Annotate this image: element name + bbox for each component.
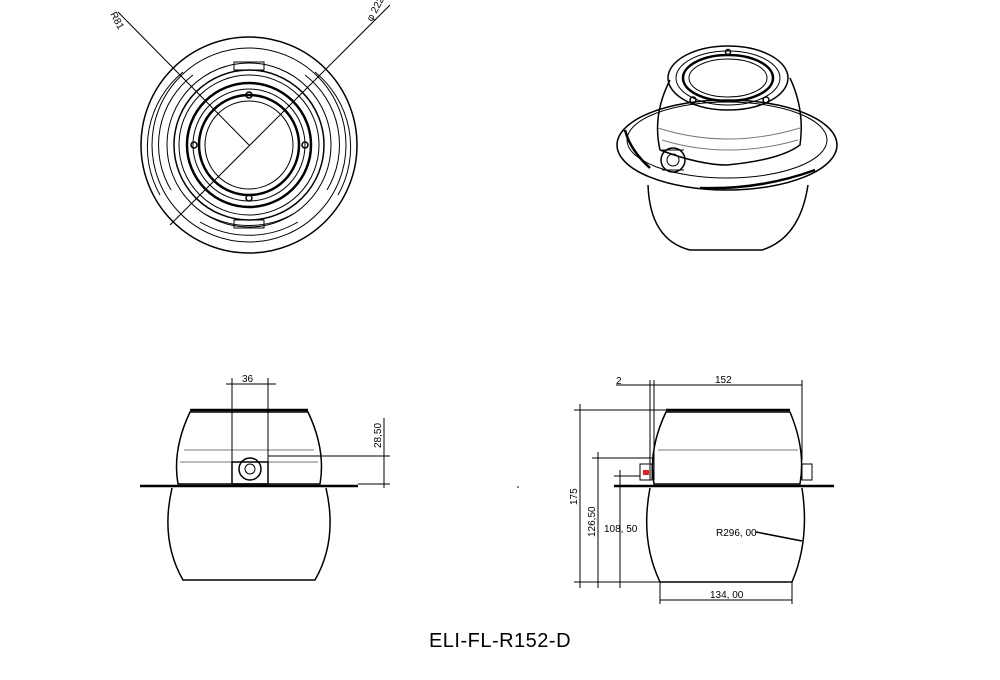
front-view bbox=[140, 378, 390, 581]
front-width-label: 36 bbox=[242, 374, 254, 385]
drawing-title: ELI-FL-R152-D bbox=[428, 630, 572, 652]
side-view bbox=[574, 380, 834, 604]
top-view bbox=[117, 4, 391, 254]
top-radius-label: R81 bbox=[107, 10, 126, 32]
side-radius-label: R296, 00 bbox=[716, 528, 757, 539]
side-wall-label: 2 bbox=[616, 376, 622, 387]
side-body-height-label: 126,50 bbox=[587, 506, 598, 537]
perspective-view bbox=[616, 45, 838, 251]
side-top-width-label: 152 bbox=[715, 375, 732, 386]
side-bottom-width-label: 134, 00 bbox=[710, 590, 744, 601]
side-inner-height-label: 108, 50 bbox=[604, 524, 638, 535]
side-total-height-label: 175 bbox=[569, 488, 580, 505]
front-height-label: 28,50 bbox=[373, 423, 384, 448]
